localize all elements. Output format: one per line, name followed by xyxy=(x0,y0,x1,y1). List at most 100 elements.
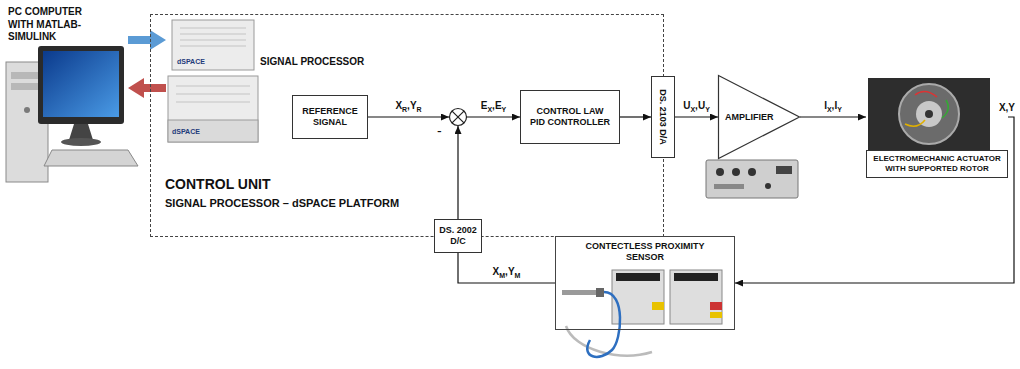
signal-symbol: , xyxy=(492,100,495,111)
signal-subscript: R xyxy=(417,106,422,113)
sensor-probe xyxy=(562,290,598,295)
control-unit-region: REFERENCE SIGNAL - CONTROL LAW PID CONTROL… xyxy=(150,14,664,237)
keyboard xyxy=(44,150,138,166)
signal-connector xyxy=(457,126,458,219)
box-label: REFERENCE SIGNAL xyxy=(295,106,365,128)
connector xyxy=(710,312,722,318)
amplifier-label: AMPLIFIER xyxy=(725,112,774,123)
junction-circle xyxy=(450,109,467,126)
signal-connector xyxy=(800,116,866,117)
signal-subscript: M xyxy=(499,272,505,279)
signal-symbol: , xyxy=(505,266,508,277)
box-label: CONTROL LAW PID CONTROLLER xyxy=(529,106,612,128)
signal-symbol: U xyxy=(683,100,690,111)
terminal-strip xyxy=(616,273,660,281)
signal-symbol: X xyxy=(395,100,402,111)
dspace-unit xyxy=(172,20,254,70)
signal-symbol: , xyxy=(1006,102,1009,113)
actuator-block: ELECTROMECHANIC ACTUATOR WITH SUPPORTED … xyxy=(866,76,1008,178)
signal-connector xyxy=(368,116,449,117)
vent-line xyxy=(176,94,250,95)
region-subheading: SIGNAL PROCESSOR – dSPACE PLATFORM xyxy=(165,197,399,209)
vent-line xyxy=(180,40,246,41)
signal-connector xyxy=(458,253,555,283)
vent-line xyxy=(180,46,246,47)
wire xyxy=(915,91,937,97)
signal-symbol: E xyxy=(481,100,488,111)
junction-cross xyxy=(452,111,464,123)
probe-head xyxy=(596,288,604,297)
signal-symbol: , xyxy=(695,100,698,111)
knob xyxy=(716,168,724,176)
actuator-background xyxy=(868,78,990,150)
signal-symbol: X xyxy=(493,266,500,277)
signal-symbol: I xyxy=(824,100,827,111)
brand-logo: dSPACE xyxy=(177,58,205,66)
signal-label: XR,YR xyxy=(394,100,422,114)
monitor-base xyxy=(61,138,101,146)
signal-connector xyxy=(467,116,520,117)
da-converter-box: DS. 2103 D/A xyxy=(651,76,675,158)
summing-junction: - xyxy=(449,108,467,126)
pc-label: PC COMPUTER WITH MATLAB-SIMULINK xyxy=(8,6,98,44)
signal-symbol: , xyxy=(407,100,410,111)
signal-symbol: , xyxy=(832,100,835,111)
signal-subscript: Y xyxy=(705,106,710,113)
dspace-hardware xyxy=(168,20,258,142)
signal-symbol: E xyxy=(495,100,502,111)
vent-line xyxy=(176,102,250,103)
rotor-shaft xyxy=(925,110,933,118)
signal-symbol: Y xyxy=(1008,102,1015,113)
amplifier-triangle: AMPLIFIER xyxy=(718,75,800,159)
amplifier-symbol xyxy=(719,76,800,159)
actuator-caption: ELECTROMECHANIC ACTUATOR WITH SUPPORTED … xyxy=(866,150,1008,178)
upload-arrow xyxy=(128,30,166,50)
power-button xyxy=(24,107,30,113)
box-label: DS. 2002 D/C xyxy=(438,225,478,247)
reference-signal-box: REFERENCE SIGNAL xyxy=(292,95,368,139)
signal-symbol: I xyxy=(834,100,837,111)
signal-label: EX,EY xyxy=(480,100,507,114)
monitor-frame xyxy=(38,46,124,124)
vent-line xyxy=(176,86,250,87)
amplifier-case xyxy=(706,160,798,198)
dspace-unit xyxy=(168,76,258,142)
signal-connector xyxy=(675,116,718,117)
signal-subscript: M xyxy=(515,272,521,279)
signal-label: IX,IY xyxy=(823,100,843,114)
signal-subscript: X xyxy=(827,106,832,113)
proximity-sensor-box: CONTECTLESS PROXIMITY SENSOR xyxy=(555,236,735,330)
sensor-photo xyxy=(562,270,722,357)
region-heading: CONTROL UNIT xyxy=(165,176,271,192)
front-panel xyxy=(168,120,258,142)
junction-outline xyxy=(449,108,467,126)
signal-connector xyxy=(620,116,651,117)
signal-label: UX,UY xyxy=(682,100,711,114)
signal-subscript: Y xyxy=(837,106,842,113)
knob xyxy=(748,168,756,176)
signal-connector xyxy=(735,117,1014,283)
vent-line xyxy=(180,34,246,35)
actuator-stator xyxy=(899,84,959,144)
vertical-label: DS. 2103 D/A xyxy=(658,89,669,145)
brand-logo: dSPACE xyxy=(172,128,200,136)
sensor-label: CONTECTLESS PROXIMITY SENSOR xyxy=(583,241,707,264)
signal-symbol: X xyxy=(999,102,1006,113)
wire xyxy=(905,120,925,126)
signal-symbol: Y xyxy=(508,266,515,277)
terminal-strip xyxy=(674,273,718,281)
signal-subscript: R xyxy=(402,106,407,113)
switch xyxy=(714,184,744,189)
knob xyxy=(732,168,740,176)
actuator-photo xyxy=(868,78,990,150)
pid-controller-box: CONTROL LAW PID CONTROLLER xyxy=(520,90,620,144)
vent-line xyxy=(180,28,246,29)
signal-label: X,Y xyxy=(998,102,1016,114)
knob xyxy=(765,183,771,189)
signal-subscript: X xyxy=(487,106,492,113)
download-arrow xyxy=(128,78,166,98)
pc-computer xyxy=(6,46,138,182)
